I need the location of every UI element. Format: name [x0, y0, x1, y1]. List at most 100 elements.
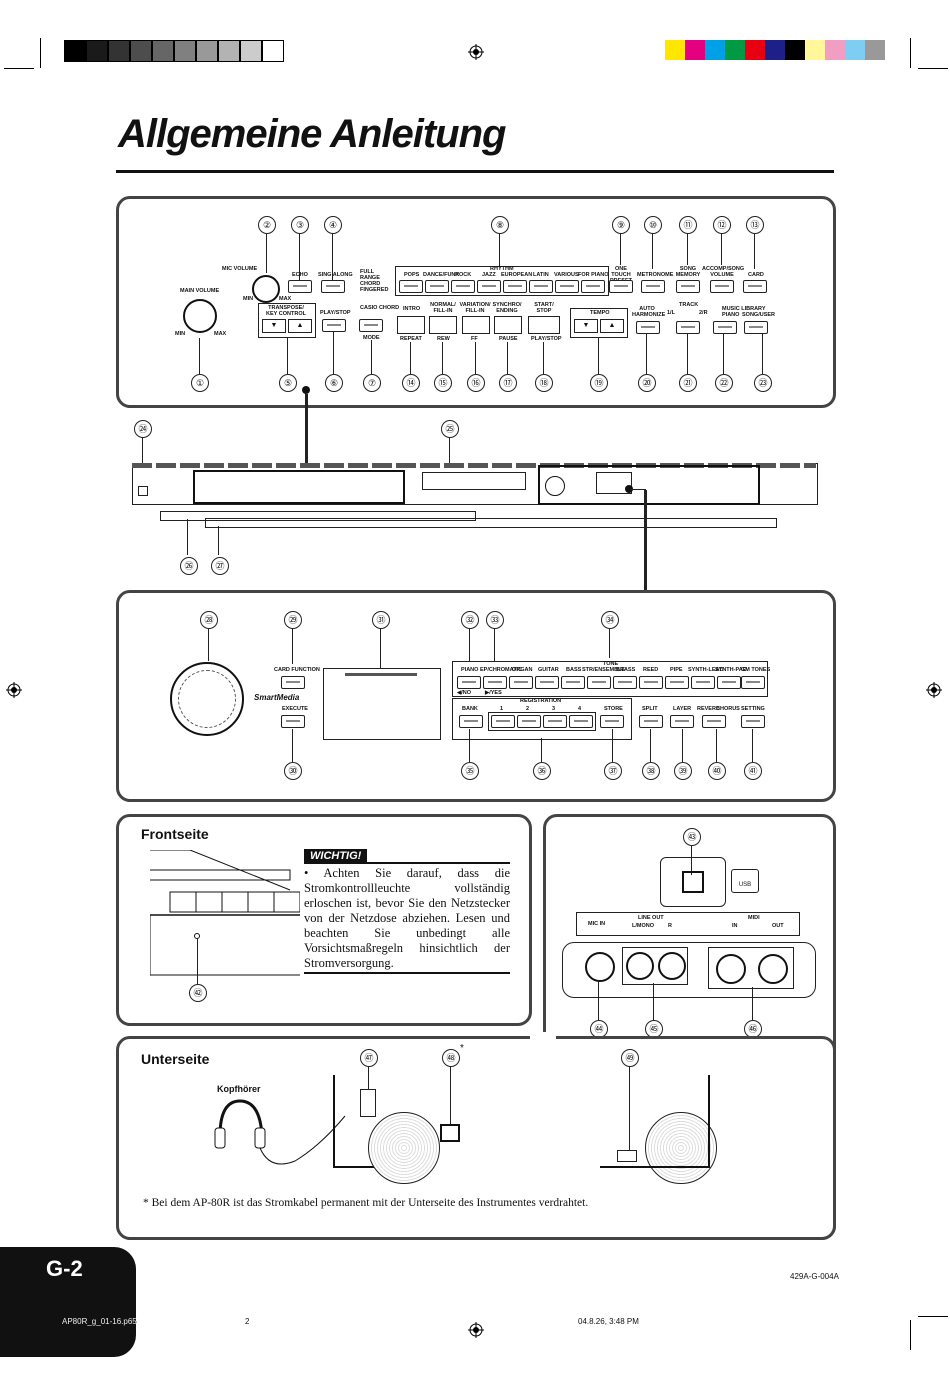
- power-button[interactable]: [138, 486, 148, 496]
- library-song-user-button[interactable]: [744, 321, 768, 334]
- tone-synth-pad-label: SYNTH-PAD: [715, 667, 747, 673]
- registration-button[interactable]: [491, 715, 515, 728]
- midi-in-port[interactable]: [716, 954, 746, 984]
- headphone-jack[interactable]: [360, 1089, 376, 1117]
- registration-target-icon: [926, 682, 942, 703]
- tone-button[interactable]: [457, 676, 481, 689]
- track-1-label: 1/L: [667, 310, 675, 316]
- tone-str-label: STR/ENSEMBLE: [582, 667, 626, 673]
- tempo-up-button[interactable]: ▲: [600, 319, 624, 333]
- song-memory-button[interactable]: [676, 280, 700, 293]
- callout-15: ⑮: [434, 374, 452, 392]
- rhythm-button[interactable]: [555, 280, 579, 293]
- setting-button[interactable]: [741, 715, 765, 728]
- variation-fill-button[interactable]: [462, 316, 490, 334]
- card-function-button[interactable]: [281, 676, 305, 689]
- rhythm-button[interactable]: [451, 280, 475, 293]
- midi-out-port[interactable]: [758, 954, 788, 984]
- callout-6: ⑥: [325, 374, 343, 392]
- registration-buttons-frame: [488, 712, 596, 731]
- reg-1-label: 1: [500, 706, 504, 712]
- tempo-down-button[interactable]: ▼: [574, 319, 598, 333]
- bank-button[interactable]: [459, 715, 483, 728]
- normal-fill-button[interactable]: [429, 316, 457, 334]
- registration-button[interactable]: [517, 715, 541, 728]
- rhythm-button[interactable]: [529, 280, 553, 293]
- intro-button[interactable]: [397, 316, 425, 334]
- tone-pipe-label: PIPE: [670, 667, 683, 673]
- color-swatch: [685, 40, 705, 60]
- registration-target-icon: [6, 682, 22, 703]
- synchro-button[interactable]: [494, 316, 522, 334]
- rhythm-pops-label: POPS: [404, 272, 420, 278]
- speaker-right: [645, 1112, 717, 1184]
- crop-mark: [4, 68, 34, 69]
- execute-label: EXECUTE: [282, 706, 308, 712]
- mic-volume-knob[interactable]: [252, 275, 280, 303]
- tone-button[interactable]: [691, 676, 715, 689]
- rhythm-button[interactable]: [581, 280, 605, 293]
- card-button[interactable]: [743, 280, 767, 293]
- accomp-volume-button[interactable]: [710, 280, 734, 293]
- tone-organ-label: ORGAN: [512, 667, 533, 673]
- reverb-button[interactable]: [702, 715, 726, 728]
- bottom-note: * Bei dem AP-80R ist das Stromkabel perm…: [143, 1197, 589, 1209]
- tone-label: TONE: [603, 661, 619, 667]
- callout-47: ㊼: [360, 1049, 378, 1067]
- callout-44: ㊹: [590, 1020, 608, 1038]
- control-panel-left: [116, 196, 836, 408]
- tone-button[interactable]: [717, 676, 741, 689]
- transpose-up-button[interactable]: ▲: [288, 319, 312, 333]
- rhythm-button[interactable]: [503, 280, 527, 293]
- library-piano-button[interactable]: [713, 321, 737, 334]
- callout-26: ㉖: [180, 557, 198, 575]
- warning-heading: WICHTIG!: [304, 849, 368, 863]
- gray-swatch: [174, 40, 196, 62]
- one-touch-preset-button[interactable]: [609, 280, 633, 293]
- split-button[interactable]: [639, 715, 663, 728]
- play-stop-button[interactable]: [322, 319, 346, 332]
- callout-17: ⑰: [499, 374, 517, 392]
- tone-button[interactable]: [613, 676, 637, 689]
- track-button[interactable]: [676, 321, 700, 334]
- library-song-user-label: SONG/USER: [742, 312, 776, 318]
- usb-port[interactable]: [682, 871, 704, 893]
- transpose-down-button[interactable]: ▼: [262, 319, 286, 333]
- start-stop-button[interactable]: [528, 316, 560, 334]
- rhythm-button[interactable]: [399, 280, 423, 293]
- tone-button[interactable]: [639, 676, 663, 689]
- sing-along-button[interactable]: [321, 280, 345, 293]
- full-range-chord-label: FULL RANGE CHORD: [360, 269, 381, 287]
- echo-button[interactable]: [288, 280, 312, 293]
- metronome-button[interactable]: [641, 280, 665, 293]
- rhythm-button[interactable]: [425, 280, 449, 293]
- usb-port-frame: [660, 857, 726, 907]
- main-volume-knob[interactable]: [183, 299, 217, 333]
- rhythm-button[interactable]: [477, 280, 501, 293]
- layer-button[interactable]: [670, 715, 694, 728]
- tone-button[interactable]: [665, 676, 689, 689]
- tone-button[interactable]: [587, 676, 611, 689]
- mic-in-jack[interactable]: [585, 952, 615, 982]
- tone-button[interactable]: [483, 676, 507, 689]
- min-label: MIN: [243, 296, 254, 302]
- registration-button[interactable]: [569, 715, 593, 728]
- store-button[interactable]: [600, 715, 624, 728]
- card-label: CARD: [748, 272, 764, 278]
- repeat-label: REPEAT: [400, 336, 422, 342]
- execute-button[interactable]: [281, 715, 305, 728]
- tone-button[interactable]: [561, 676, 585, 689]
- line-out-l-jack[interactable]: [658, 952, 686, 980]
- auto-harmonize-button[interactable]: [636, 321, 660, 334]
- line-out-r-jack[interactable]: [626, 952, 654, 980]
- registration-target-icon: [468, 1322, 484, 1343]
- tone-button[interactable]: [509, 676, 533, 689]
- power-inlet[interactable]: [440, 1124, 460, 1142]
- jog-dial[interactable]: [170, 662, 244, 736]
- smartmedia-slot[interactable]: [323, 668, 441, 740]
- tone-button[interactable]: [741, 676, 765, 689]
- mode-button[interactable]: [359, 319, 383, 332]
- registration-button[interactable]: [543, 715, 567, 728]
- tone-button[interactable]: [535, 676, 559, 689]
- bottom-panel: [116, 1036, 836, 1240]
